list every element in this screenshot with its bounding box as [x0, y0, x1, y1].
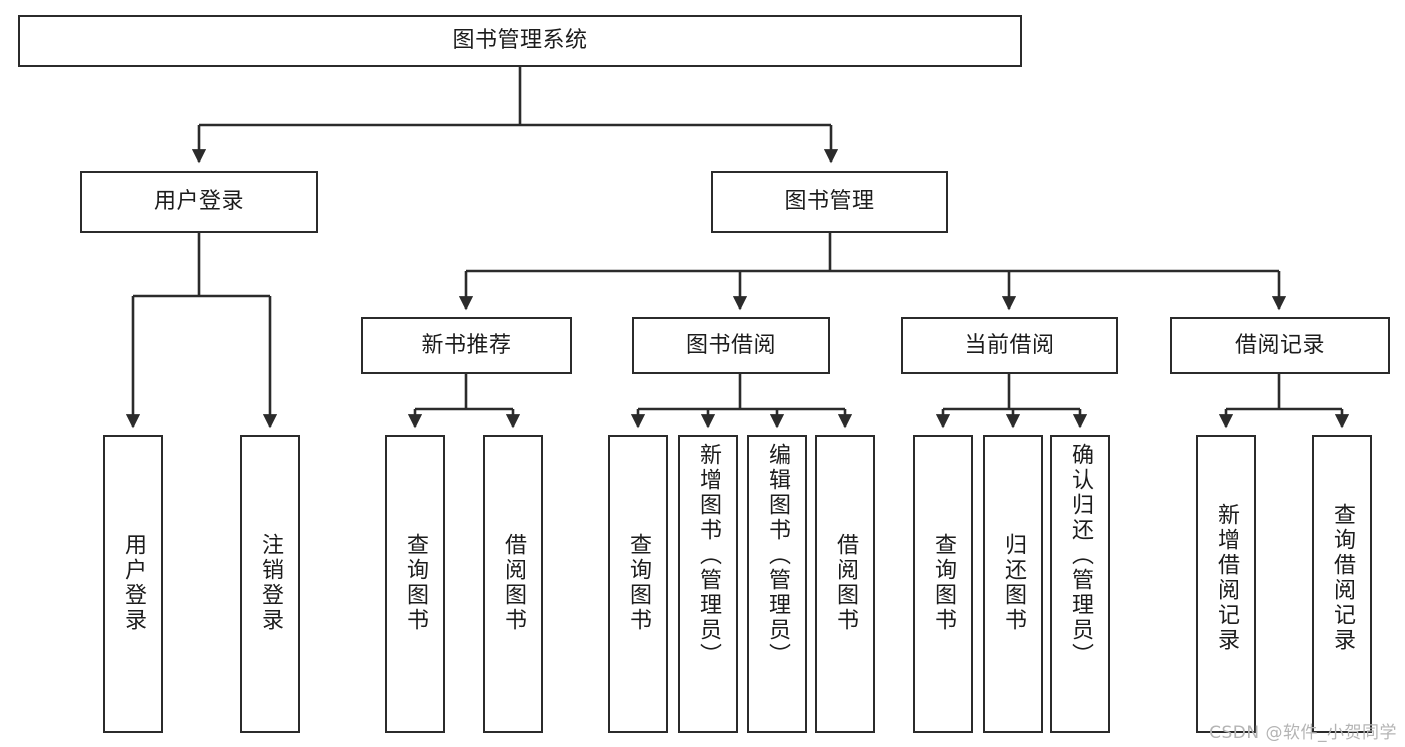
node-leaf-confirm-return-admin-label: 确认归还（管理员） [1068, 443, 1093, 668]
node-book-management-label: 图书管理 [784, 189, 875, 215]
node-leaf-add-book-admin[interactable]: 新增图书（管理员） [678, 435, 738, 733]
node-new-book-recommend-label: 新书推荐 [421, 332, 512, 358]
node-book-borrow-label: 图书借阅 [685, 332, 776, 358]
node-new-book-recommend[interactable]: 新书推荐 [361, 317, 572, 374]
node-leaf-query-book-borrow[interactable]: 查询图书 [608, 435, 668, 733]
node-leaf-return-book[interactable]: 归还图书 [983, 435, 1043, 733]
node-root[interactable]: 图书管理系统 [18, 15, 1022, 67]
node-user-login[interactable]: 用户登录 [80, 171, 318, 233]
node-leaf-logout-login[interactable]: 注销登录 [240, 435, 300, 733]
node-current-borrow[interactable]: 当前借阅 [901, 317, 1118, 374]
node-leaf-add-borrow-record-label: 新增借阅记录 [1214, 503, 1239, 653]
node-book-management[interactable]: 图书管理 [711, 171, 948, 233]
node-leaf-query-book-current-label: 查询图书 [931, 533, 956, 633]
node-borrow-record[interactable]: 借阅记录 [1170, 317, 1390, 374]
node-root-label: 图书管理系统 [452, 28, 588, 54]
node-leaf-query-book-borrow-label: 查询图书 [626, 533, 651, 633]
node-leaf-logout-login-label: 注销登录 [258, 533, 283, 633]
node-borrow-record-label: 借阅记录 [1234, 332, 1325, 358]
node-leaf-add-borrow-record[interactable]: 新增借阅记录 [1196, 435, 1256, 733]
node-leaf-edit-book-admin[interactable]: 编辑图书（管理员） [747, 435, 807, 733]
node-leaf-query-borrow-record[interactable]: 查询借阅记录 [1312, 435, 1372, 733]
node-book-borrow[interactable]: 图书借阅 [632, 317, 830, 374]
node-leaf-borrow-book-rec[interactable]: 借阅图书 [483, 435, 543, 733]
node-leaf-add-book-admin-label: 新增图书（管理员） [696, 443, 721, 668]
watermark-text: CSDN @软件_小贺同学 [1209, 723, 1397, 743]
node-leaf-user-login-label: 用户登录 [121, 533, 146, 633]
node-leaf-borrow-book-rec-label: 借阅图书 [501, 533, 526, 633]
node-leaf-confirm-return-admin[interactable]: 确认归还（管理员） [1050, 435, 1110, 733]
node-leaf-edit-book-admin-label: 编辑图书（管理员） [765, 443, 790, 668]
node-leaf-return-book-label: 归还图书 [1001, 533, 1026, 633]
node-leaf-query-borrow-record-label: 查询借阅记录 [1330, 503, 1355, 653]
node-current-borrow-label: 当前借阅 [964, 332, 1055, 358]
node-leaf-user-login[interactable]: 用户登录 [103, 435, 163, 733]
node-leaf-query-book-current[interactable]: 查询图书 [913, 435, 973, 733]
node-leaf-borrow-book[interactable]: 借阅图书 [815, 435, 875, 733]
node-leaf-borrow-book-label: 借阅图书 [833, 533, 858, 633]
node-user-login-label: 用户登录 [153, 189, 244, 215]
node-leaf-query-book-rec-label: 查询图书 [403, 533, 428, 633]
node-leaf-query-book-rec[interactable]: 查询图书 [385, 435, 445, 733]
